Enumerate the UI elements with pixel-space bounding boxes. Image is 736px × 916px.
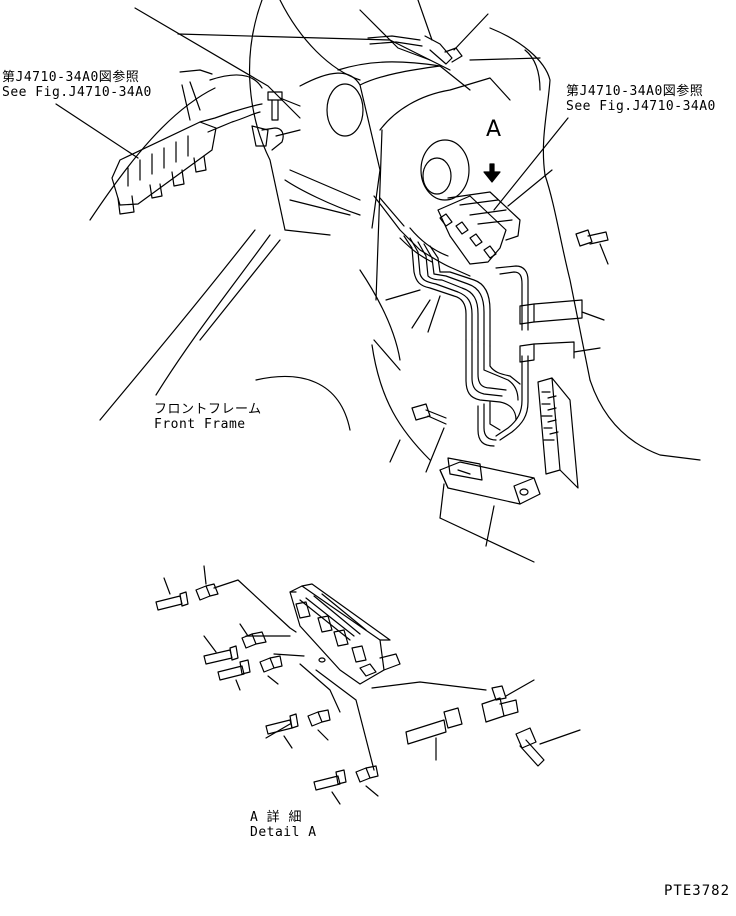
frame-holes xyxy=(327,84,469,200)
detail-a-label: A 詳 細 Detail A xyxy=(250,810,317,840)
leader-right-block xyxy=(508,170,552,206)
pipe-bundle xyxy=(374,196,528,446)
right-reference-jp: 第J4710-34A0図参照 xyxy=(566,84,704,99)
bolt-right xyxy=(576,230,608,264)
detail-hose-fitting xyxy=(516,728,580,766)
left-reference-note: 第J4710-34A0図参照 See Fig.J4710-34A0 xyxy=(2,70,152,100)
front-frame-en: Front Frame xyxy=(154,417,246,432)
view-callout-letter: A xyxy=(486,117,502,142)
front-frame-jp: フロントフレーム xyxy=(154,402,262,417)
bolt-upper-1 xyxy=(268,92,300,120)
lower-bracket-plate xyxy=(440,458,540,504)
right-reference-en: See Fig.J4710-34A0 xyxy=(566,99,716,114)
drawing-part-number: PTE3782 xyxy=(664,883,731,899)
detail-a-jp: A 詳 細 xyxy=(250,810,302,825)
terminal-bracket xyxy=(538,378,578,488)
elbow-fitting-upper xyxy=(252,126,300,150)
front-frame-label: フロントフレーム Front Frame xyxy=(154,402,262,432)
detail-bolt-4 xyxy=(266,714,298,748)
detail-fitting-3 xyxy=(260,656,282,684)
detail-fitting-4 xyxy=(308,710,330,740)
detail-bolt-3 xyxy=(218,660,250,690)
left-reference-en: See Fig.J4710-34A0 xyxy=(2,85,152,100)
pipe-clamps xyxy=(520,300,604,362)
detail-fitting-5 xyxy=(356,766,378,796)
left-manifold-assembly xyxy=(112,70,262,214)
detail-long-bolt xyxy=(406,708,462,760)
front-frame-outline xyxy=(90,0,700,460)
leader-left-ref xyxy=(56,104,138,158)
main-valve-block xyxy=(438,192,520,264)
view-arrow-icon xyxy=(484,164,500,182)
detail-fitting-1 xyxy=(196,566,218,600)
detail-bolt-1 xyxy=(156,578,188,610)
right-reference-note: 第J4710-34A0図参照 See Fig.J4710-34A0 xyxy=(566,84,716,114)
detail-a-en: Detail A xyxy=(250,825,317,840)
top-fittings xyxy=(368,0,488,64)
detail-bolt-2 xyxy=(204,636,238,664)
left-reference-jp: 第J4710-34A0図参照 xyxy=(2,70,140,85)
leader-left-manifold xyxy=(190,82,200,110)
leader-right-ref xyxy=(494,118,568,210)
leader-lines-main xyxy=(374,290,534,562)
detail-fitting-2 xyxy=(240,624,266,648)
detail-bolt-5 xyxy=(314,770,346,804)
detail-tee-fitting xyxy=(482,680,534,722)
detail-a-valve-block xyxy=(290,584,400,684)
bolt-lower-left xyxy=(412,404,446,472)
detail-a-leaders xyxy=(214,580,486,770)
